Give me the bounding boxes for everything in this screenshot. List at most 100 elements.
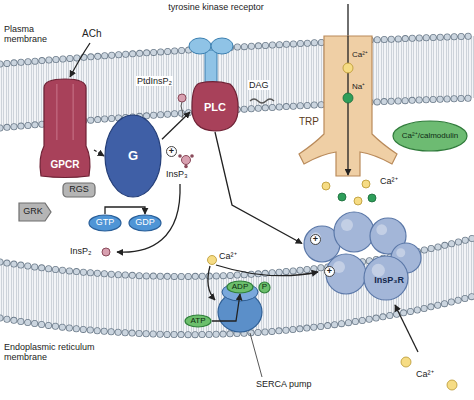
node-text: GTP bbox=[96, 218, 115, 228]
adp-molecule: ADP bbox=[226, 280, 254, 294]
g-protein: G bbox=[104, 114, 162, 198]
release-arrow bbox=[395, 305, 418, 352]
node-text: InsP₃R bbox=[374, 276, 404, 286]
node-text: TRP bbox=[298, 116, 320, 127]
tyrosine-kinase-receptor bbox=[189, 38, 233, 86]
node-text: ATP bbox=[191, 317, 206, 326]
node-text: P bbox=[262, 283, 267, 292]
phosphate-molecule: P bbox=[258, 281, 271, 294]
receptor-subunit bbox=[364, 256, 408, 300]
calcium-ion bbox=[362, 180, 370, 188]
node-text: PLC bbox=[204, 101, 226, 113]
membrane-label: Plasma membrane bbox=[4, 24, 52, 45]
lipid-label: DAG bbox=[248, 80, 270, 90]
shape-outline bbox=[259, 282, 270, 293]
ion-label: Ca²⁺ bbox=[380, 176, 398, 186]
grk-kinase: GRK bbox=[18, 202, 52, 222]
highlight bbox=[376, 224, 387, 235]
phosphate-dot bbox=[190, 154, 194, 158]
rgs-protein: RGS bbox=[62, 182, 96, 198]
insp3-receptor: InsP₃R bbox=[302, 212, 422, 302]
shape-outline bbox=[89, 215, 121, 231]
node-text: RGS bbox=[69, 185, 89, 195]
activation-sign: + bbox=[324, 266, 335, 277]
node-text: G bbox=[128, 149, 138, 163]
uptake-arrow bbox=[208, 266, 215, 300]
arrow-connector bbox=[212, 294, 240, 321]
messenger-label: InsP₂ bbox=[70, 246, 92, 256]
influx-arrow bbox=[347, 36, 348, 175]
insp3-molecule bbox=[178, 154, 194, 168]
leader-line bbox=[250, 333, 262, 377]
ion-label: Ca²⁺ bbox=[416, 369, 434, 379]
ion-label: Ca²⁺ bbox=[219, 251, 237, 261]
molecule-icon bbox=[102, 248, 110, 256]
messenger-label: InsP₃ bbox=[166, 169, 188, 179]
highlight bbox=[372, 264, 385, 277]
activation-sign: + bbox=[166, 146, 177, 157]
molecule-icon bbox=[178, 94, 186, 102]
shape-outline bbox=[299, 36, 397, 176]
shape-outline bbox=[19, 203, 51, 221]
sodium-ion bbox=[343, 93, 353, 103]
shape-outline bbox=[192, 82, 238, 131]
arrow-connector bbox=[215, 132, 302, 244]
shape-outline bbox=[393, 121, 467, 151]
highlight bbox=[341, 219, 353, 231]
shape-outline bbox=[185, 315, 211, 327]
calcium-ion bbox=[208, 256, 217, 265]
lipid-label: PtdInsP₂ bbox=[136, 76, 173, 86]
node-text: GRK bbox=[23, 207, 43, 217]
node-text: GDP bbox=[135, 218, 155, 228]
trp-channel: TRP bbox=[298, 36, 398, 176]
helix-line bbox=[57, 84, 73, 140]
calmodulin-complex: Ca²⁺/calmodulin bbox=[392, 120, 468, 152]
receptor-label: tyrosine kinase receptor bbox=[166, 2, 266, 12]
gtp-molecule: GTP bbox=[88, 214, 122, 232]
node-shape bbox=[298, 36, 398, 176]
head-row bbox=[0, 36, 474, 64]
head-row-outline bbox=[0, 36, 474, 64]
calcium-ion bbox=[343, 63, 353, 73]
receptor-domain bbox=[189, 38, 211, 54]
node-shape bbox=[302, 212, 422, 302]
shape-outline bbox=[105, 115, 161, 197]
gpcr-receptor: GPCR bbox=[36, 78, 94, 178]
node-text: Ca²⁺/calmodulin bbox=[402, 132, 458, 141]
ion-label: Na⁺ bbox=[351, 82, 366, 91]
calcium-ion bbox=[401, 357, 411, 367]
molecule-icon bbox=[182, 156, 191, 165]
shape-outline bbox=[63, 183, 95, 197]
dag-squiggle bbox=[250, 99, 274, 103]
atp-molecule: ATP bbox=[184, 314, 212, 328]
node-text: ADP bbox=[232, 283, 248, 292]
membrane-label: Endoplasmic reticulum membrane bbox=[4, 342, 100, 363]
gdp-molecule: GDP bbox=[128, 214, 162, 232]
calcium-ion bbox=[447, 380, 457, 390]
phosphate-dot bbox=[184, 165, 188, 169]
receptor-stem bbox=[205, 50, 217, 86]
node-text: GPCR bbox=[51, 159, 80, 170]
sodium-ion bbox=[368, 194, 376, 202]
arrow-connector bbox=[162, 112, 190, 139]
ptdinsp2-molecule bbox=[178, 94, 186, 118]
arrow-connector bbox=[94, 150, 104, 156]
phosphate-dot bbox=[178, 154, 182, 158]
shape-outline bbox=[40, 79, 90, 178]
pump-label: SERCA pump bbox=[256, 379, 312, 389]
feedback-arrow bbox=[216, 265, 318, 276]
calcium-ion bbox=[354, 197, 362, 205]
sodium-ion bbox=[338, 193, 346, 201]
ion-label: Ca²⁺ bbox=[351, 50, 369, 59]
influx-line bbox=[347, 4, 348, 36]
serca-pump bbox=[218, 283, 262, 332]
ion-cluster bbox=[322, 180, 376, 205]
plc-enzyme: PLC bbox=[190, 82, 240, 132]
ach-arrow bbox=[70, 43, 90, 77]
shape-outline bbox=[227, 281, 253, 293]
